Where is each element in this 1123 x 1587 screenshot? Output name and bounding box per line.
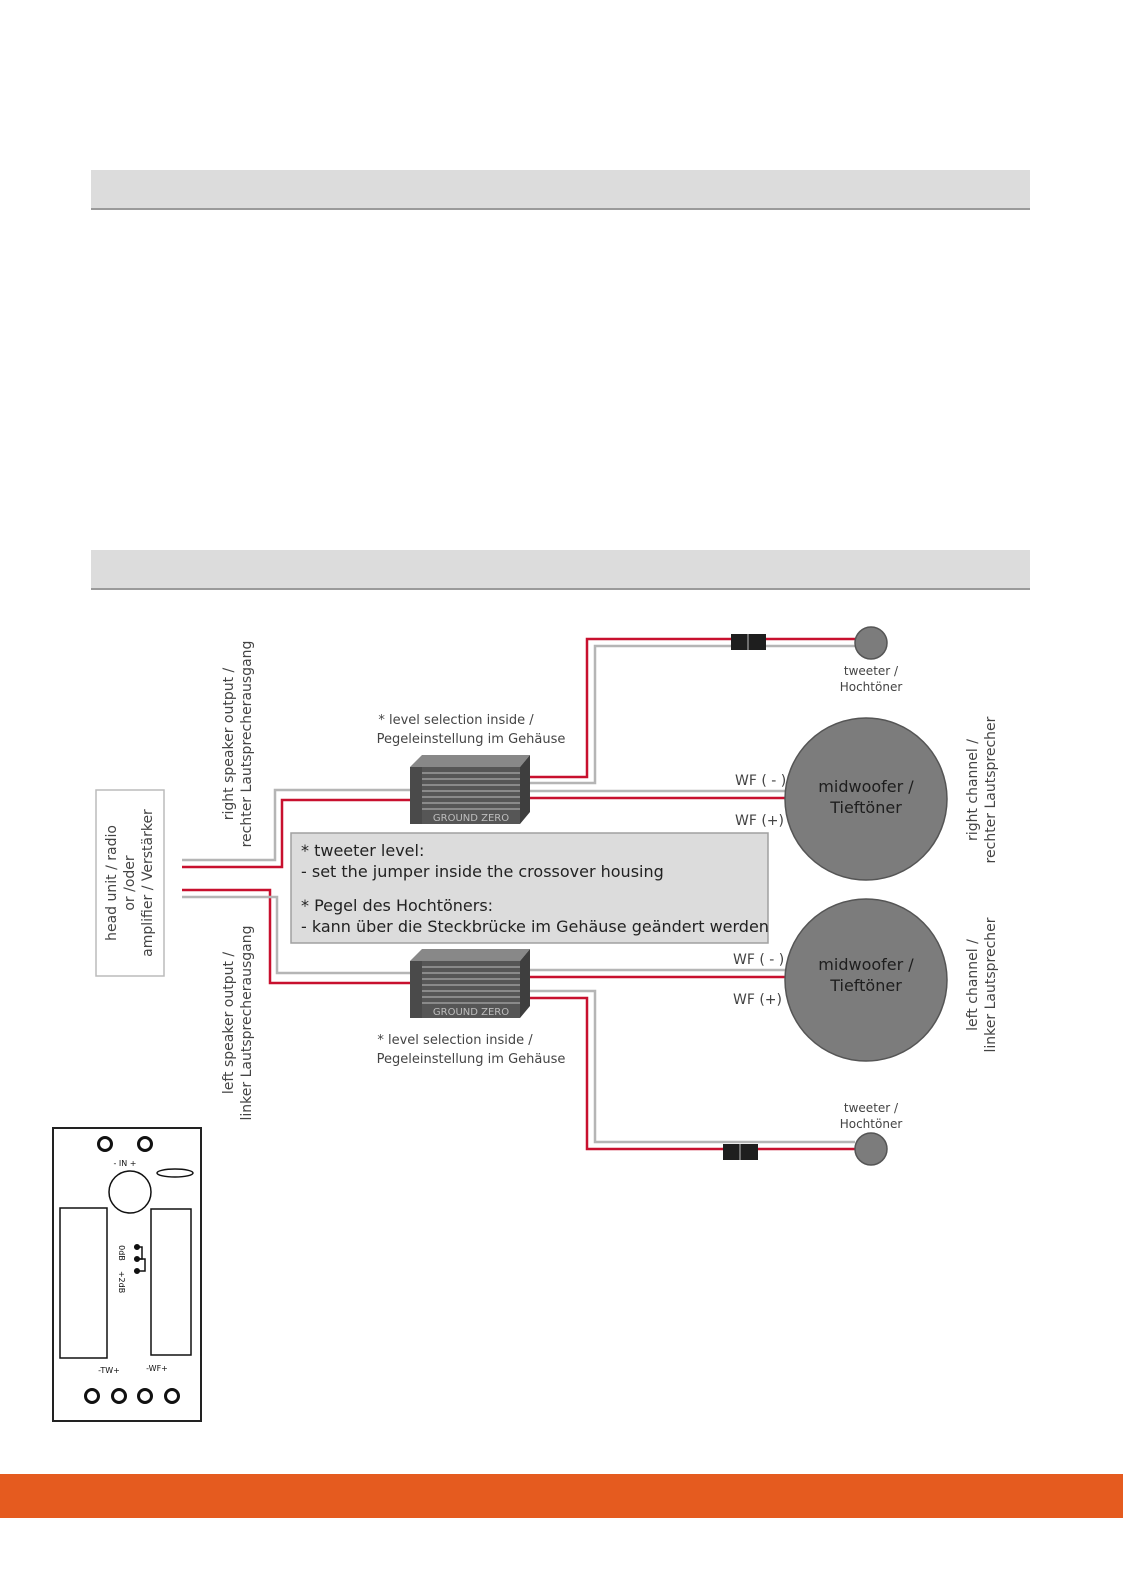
tweeter-bottom-label-2: Hochtöner (840, 1117, 903, 1131)
crossover-bottom: GROUND ZERO (410, 949, 530, 1018)
tweeter-top-label-2: Hochtöner (840, 680, 903, 694)
left-channel-label: left channel / linker Lautsprecher (965, 917, 999, 1052)
tweeter-bottom-label-1: tweeter / (844, 1101, 899, 1115)
svg-text:left speaker output /: left speaker output / (221, 952, 237, 1095)
note-line-4: - kann über die Steckbrücke im Gehäuse g… (301, 917, 769, 936)
crossover-board-diagram: - IN + 0dB +2dB -TW+ -WF+ (52, 1127, 202, 1422)
section-header-bar-1 (91, 170, 1030, 210)
tweeter-top-label-1: tweeter / (844, 664, 899, 678)
wire-top-tweeter-grey (525, 644, 855, 785)
wire-left-input-red (182, 888, 410, 985)
tweeter-terminal-plus (111, 1388, 127, 1404)
midwoofer-right-label-1: midwoofer / (818, 777, 914, 796)
footer-accent-bar (0, 1474, 1123, 1518)
input-terminal-plus (137, 1136, 153, 1152)
tweeter-level-note: * tweeter level: - set the jumper inside… (290, 832, 769, 944)
head-unit-label-2: or /oder (122, 855, 138, 911)
section-header-bar-2 (91, 550, 1030, 590)
crossover-bottom-brand: GROUND ZERO (433, 1007, 509, 1018)
board-component-oval (156, 1168, 194, 1178)
midwoofer-right (784, 717, 948, 881)
wf-plus-top: WF (+) (735, 813, 784, 829)
level-jumper[interactable] (133, 1243, 146, 1275)
svg-text:right channel /: right channel / (965, 739, 981, 841)
board-inductor-right (150, 1208, 192, 1356)
head-unit-label-3: amplifier / Verstärker (140, 809, 156, 957)
note-line-3: * Pegel des Hochtöners: (301, 896, 493, 915)
midwoofer-left-label-2: Tieftöner (829, 976, 902, 995)
level-selection-label-bottom-1: * level selection inside / (377, 1033, 533, 1048)
wf-minus-bottom: WF ( - ) (733, 952, 784, 968)
woofer-terminal-label: -WF+ (146, 1364, 168, 1373)
crossover-top-brand: GROUND ZERO (433, 813, 509, 824)
svg-text:rechter Lautsprecherausgang: rechter Lautsprecherausgang (239, 641, 255, 848)
jumper-label-2db: +2dB (117, 1271, 126, 1293)
svg-text:rechter Lautsprecher: rechter Lautsprecher (983, 716, 999, 863)
head-unit: head unit / radio or /oder amplifier / V… (95, 789, 165, 977)
midwoofer-left (784, 898, 948, 1062)
tweeter-bottom (854, 1132, 888, 1166)
midwoofer-right-label-2: Tieftöner (829, 798, 902, 817)
wiring-diagram: head unit / radio or /oder amplifier / V… (95, 626, 999, 1166)
tweeter-terminal-minus (84, 1388, 100, 1404)
wire-bottom-tweeter-grey (525, 989, 855, 1144)
left-output-label: left speaker output / linker Lautspreche… (221, 926, 255, 1121)
input-terminal-minus (97, 1136, 113, 1152)
wire-top-tweeter-red (525, 637, 855, 779)
note-line-2: - set the jumper inside the crossover ho… (301, 862, 664, 881)
svg-text:linker Lautsprecher: linker Lautsprecher (983, 917, 999, 1052)
woofer-terminal-plus (164, 1388, 180, 1404)
wire-bottom-tweeter-red (525, 996, 855, 1151)
midwoofer-left-label-1: midwoofer / (818, 955, 914, 974)
level-selection-label-bottom-2: Pegeleinstellung im Gehäuse (377, 1052, 566, 1067)
input-label: - IN + (113, 1159, 136, 1168)
svg-text:right speaker output /: right speaker output / (221, 667, 237, 820)
woofer-terminal-minus (137, 1388, 153, 1404)
tweeter-terminal-label: -TW+ (98, 1366, 120, 1375)
wires (182, 637, 855, 1151)
wire-right-input-grey (182, 788, 410, 862)
level-selection-label-top-1: * level selection inside / (378, 713, 534, 728)
tweeter-top (854, 626, 888, 660)
board-component-round (108, 1170, 152, 1214)
right-output-label: right speaker output / rechter Lautsprec… (221, 641, 255, 848)
svg-text:left channel /: left channel / (965, 939, 981, 1031)
wire-right-input-red (182, 798, 410, 869)
jumper-label-0db: 0dB (117, 1245, 126, 1261)
wire-left-input-grey (182, 895, 410, 975)
crossover-top: GROUND ZERO (410, 755, 530, 824)
wf-plus-bottom: WF (+) (733, 992, 782, 1008)
note-line-1: * tweeter level: (301, 841, 424, 860)
level-selection-label-top-2: Pegeleinstellung im Gehäuse (377, 732, 566, 747)
svg-text:linker Lautsprecherausgang: linker Lautsprecherausgang (239, 926, 255, 1121)
wf-minus-top: WF ( - ) (735, 773, 786, 789)
head-unit-label-1: head unit / radio (104, 825, 120, 941)
board-inductor-left (59, 1207, 108, 1359)
right-channel-label: right channel / rechter Lautsprecher (965, 716, 999, 863)
